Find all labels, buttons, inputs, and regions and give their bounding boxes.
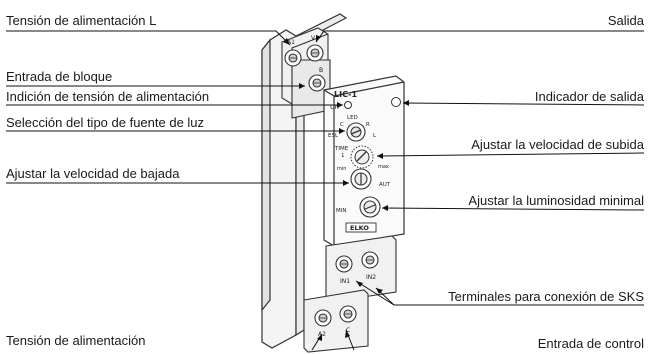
bottom-terminal-block (303, 289, 369, 353)
time-1-label: 1 (341, 153, 345, 159)
selector-esl-label: ESL (328, 133, 339, 139)
label-supply-indication: Indición de tensión de alimentación (6, 89, 210, 104)
arrowheads (283, 35, 409, 341)
supply-led (344, 101, 352, 109)
label-light-source-select: Selección del tipo de fuente de luz (6, 115, 205, 130)
label-supply-l: Tensión de alimentación L (6, 13, 157, 28)
label-rise-speed: Ajustar la velocidad de subida (471, 137, 644, 152)
fall-speed-knob[interactable] (350, 168, 372, 190)
upper-terminal-block (281, 27, 331, 119)
time-max-label: max (378, 164, 389, 170)
rise-speed-knob[interactable] (350, 145, 374, 169)
label-output: Salida (607, 13, 644, 28)
label-control-input: Entrada de control (537, 336, 644, 351)
svg-text:ELKO: ELKO (350, 224, 369, 232)
time-min-label: min (337, 166, 346, 172)
term-v-label: V (311, 35, 316, 42)
min-brightness-knob[interactable] (359, 196, 381, 218)
term-in2-label: IN2 (366, 274, 376, 281)
term-in1-label: IN1 (340, 278, 350, 285)
selector-r-label: R (366, 122, 370, 128)
term-a1-label: A1 (287, 39, 295, 46)
selector-led-label: LED (347, 115, 358, 121)
label-block-input: Entrada de bloque (6, 69, 113, 84)
label-fall-speed: Ajustar la velocidad de bajada (6, 166, 180, 181)
aut-label: AUT (379, 182, 391, 188)
output-led (391, 97, 401, 107)
model-label: LIC-1 (334, 90, 357, 99)
light-source-selector[interactable] (346, 122, 366, 142)
led-un-label: Un (330, 103, 339, 111)
label-sks-terminals: Terminales para conexión de SKS (448, 289, 644, 304)
brand-logo: ELKO (345, 222, 377, 233)
label-min-brightness: Ajustar la luminosidad minimal (468, 193, 644, 208)
term-c-label: C (346, 327, 350, 334)
selector-c-label: C (340, 122, 344, 128)
term-b-label: B (319, 67, 323, 74)
label-supply: Tensión de alimentación (6, 333, 146, 348)
leader-lines (6, 30, 645, 351)
min-label: MIN (336, 208, 346, 214)
sks-terminal-block (325, 235, 397, 303)
selector-l-label: L (373, 133, 377, 139)
time-label: TIME (334, 146, 349, 152)
label-output-indicator: Indicador de salida (534, 89, 644, 104)
